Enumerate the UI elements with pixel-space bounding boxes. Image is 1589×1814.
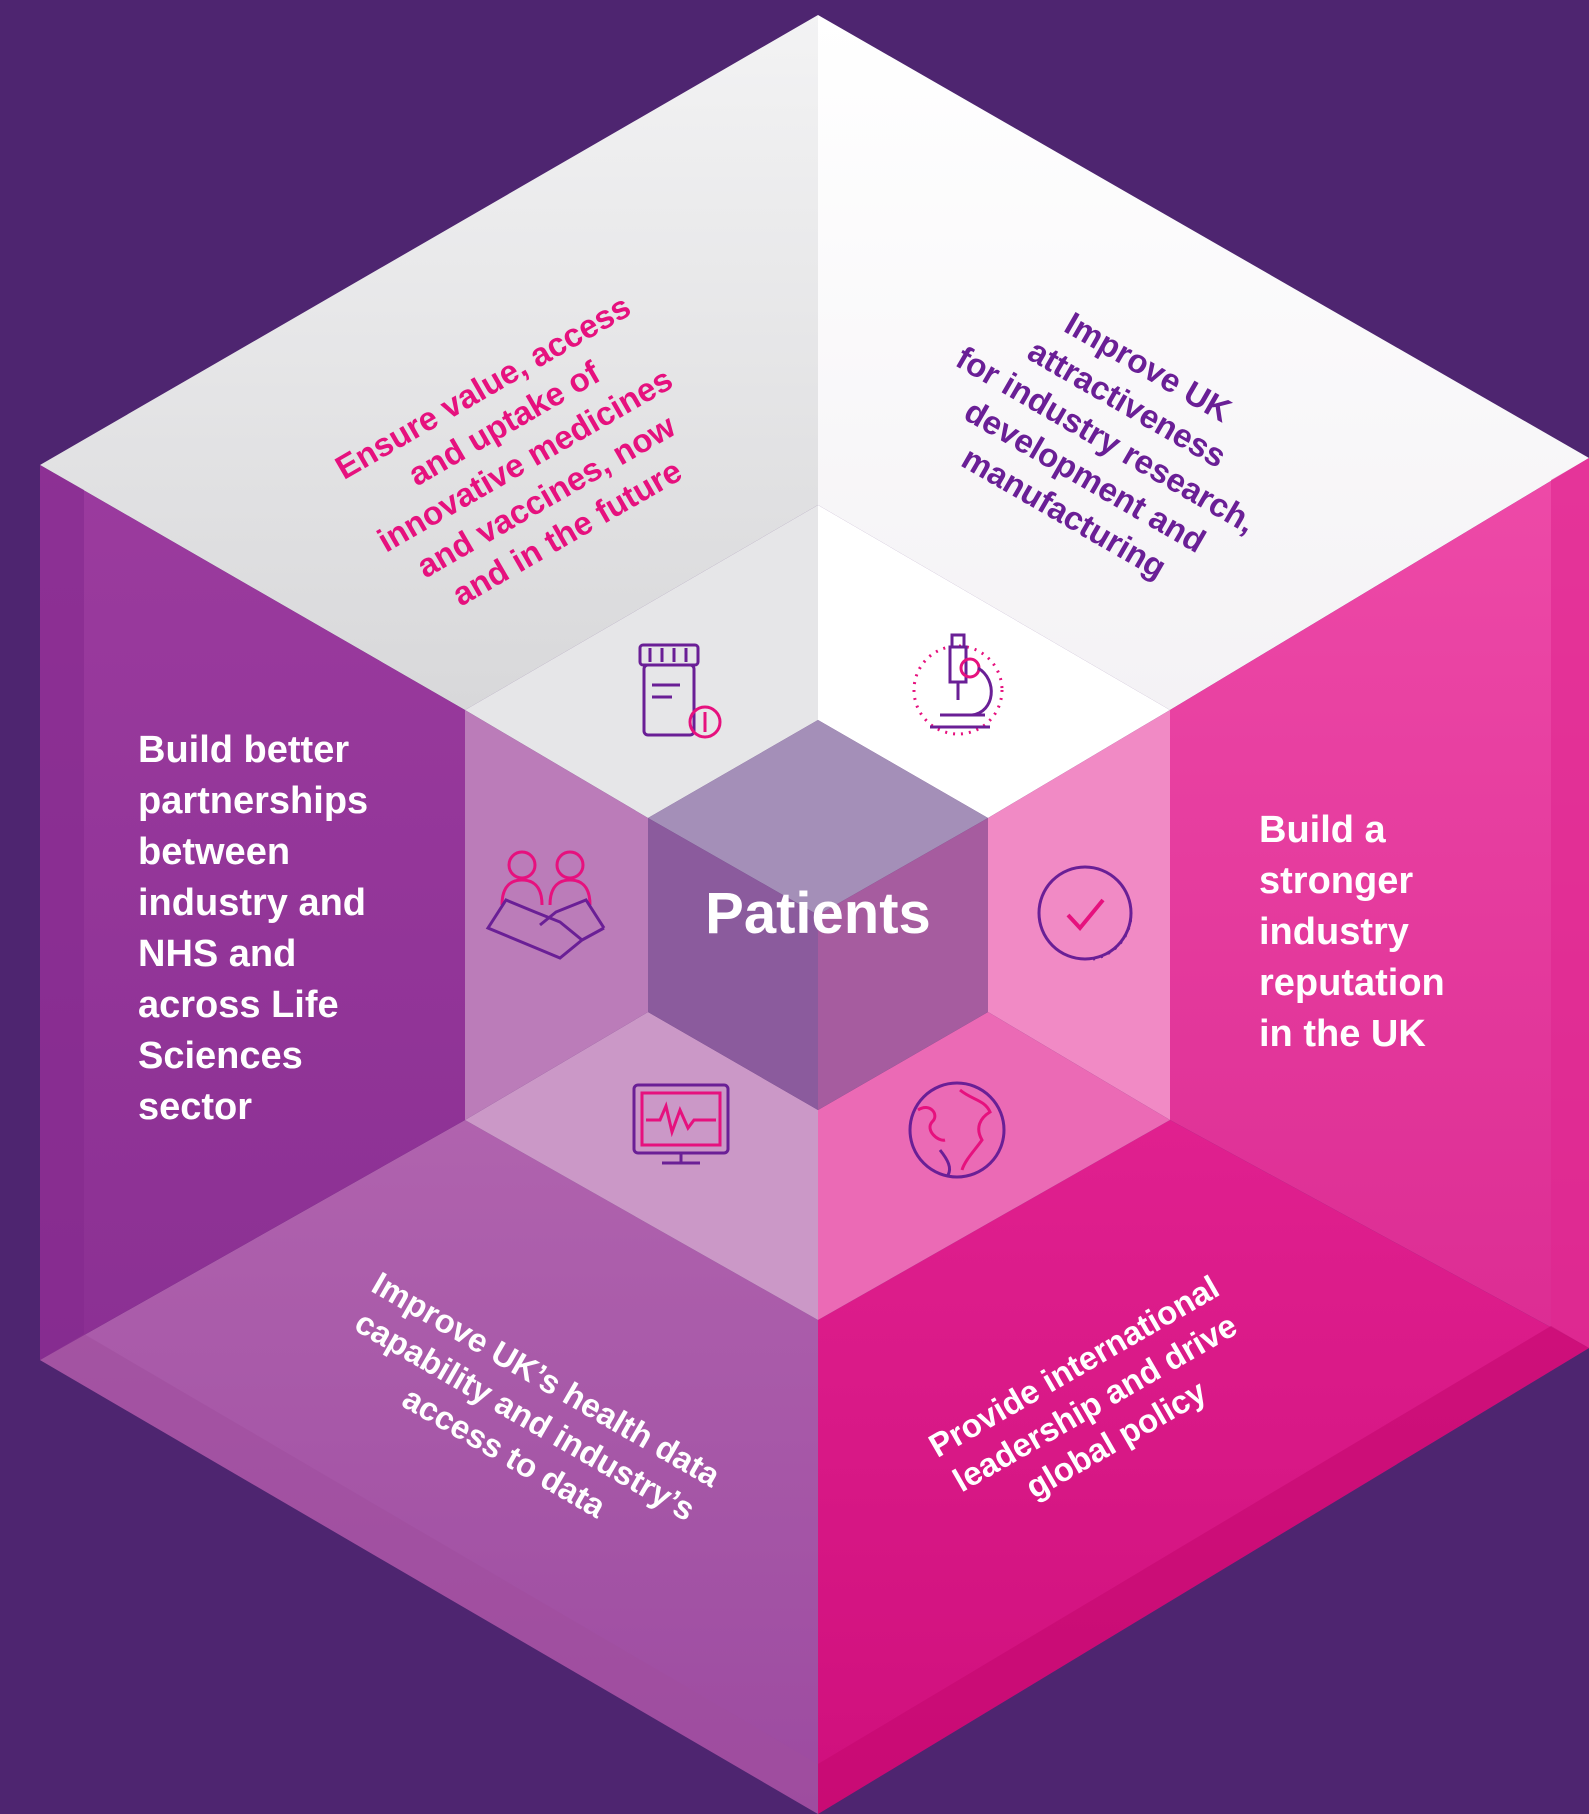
inner-bottom-right	[818, 1012, 1170, 1320]
segment-bottom-right	[818, 1120, 1589, 1814]
inner-left	[465, 710, 648, 1120]
globe-icon	[908, 1081, 1006, 1179]
segment-label-left: Build better partnerships between indust…	[138, 729, 369, 1128]
heart-monitor-icon	[632, 1083, 730, 1165]
inner-right	[988, 710, 1170, 1120]
center-hexagon	[648, 720, 988, 1110]
segment-top-left	[40, 15, 818, 710]
checkmark-circle-icon	[1037, 865, 1133, 961]
segment-label-right: Build a stronger industry reputation in …	[1259, 809, 1445, 1055]
handshake-icon	[485, 850, 606, 960]
inner-top-right	[818, 505, 1170, 818]
segment-bottom-left	[40, 1120, 818, 1814]
medicine-bottle-icon	[638, 643, 722, 739]
inner-bottom-left	[465, 1012, 818, 1320]
segment-top-right	[818, 15, 1589, 710]
segment-left	[40, 465, 465, 1360]
segment-right	[1170, 458, 1589, 1348]
microscope-icon	[912, 633, 1004, 736]
center-label: Patients	[705, 881, 931, 946]
